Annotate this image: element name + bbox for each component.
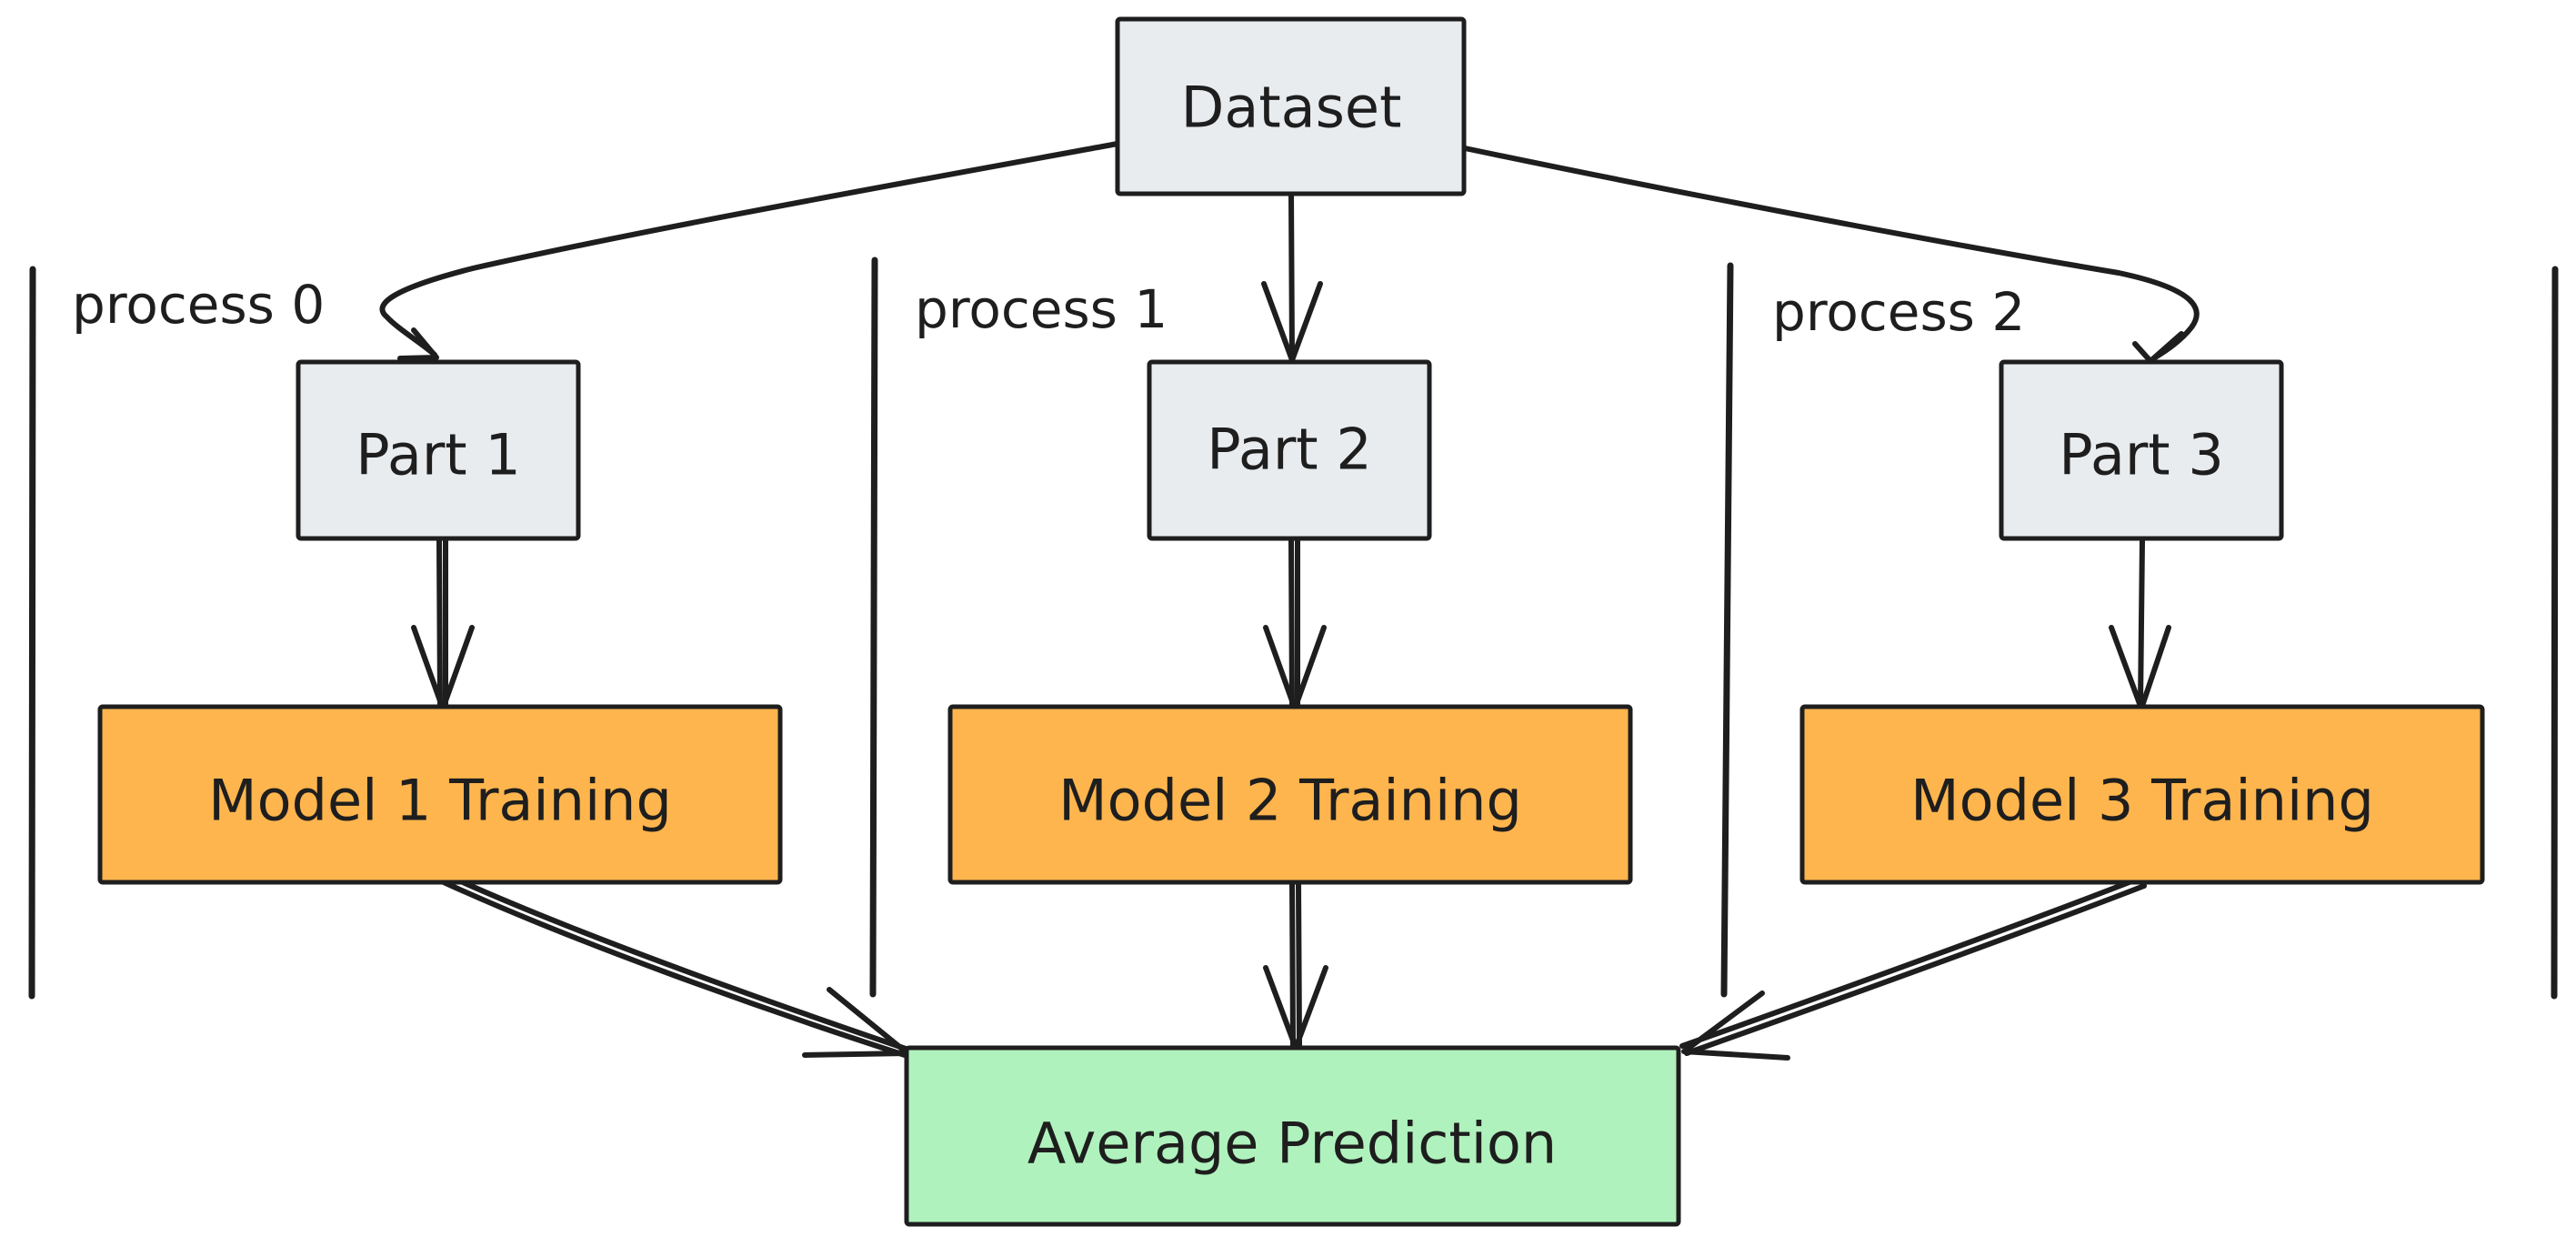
edge-part3-model3	[2109, 538, 2171, 711]
part1-label: Part 1	[356, 422, 521, 488]
dataset-node[interactable]: Dataset	[1115, 16, 1467, 196]
process-label-2: process 2	[1772, 281, 2025, 343]
edge-model3-average	[1679, 876, 2147, 1061]
edge-model2-average	[1263, 880, 1328, 1051]
average-prediction-label: Average Prediction	[1027, 1111, 1557, 1177]
model3-training-label: Model 3 Training	[1910, 768, 2374, 834]
process-separator	[1720, 262, 1734, 998]
edge-part1-model1	[411, 538, 475, 711]
edge-part2-model2	[1263, 538, 1327, 711]
edge-dataset-part2	[1261, 191, 1323, 363]
average-prediction-node[interactable]: Average Prediction	[904, 1045, 1681, 1227]
part3-node[interactable]: Part 3	[1999, 359, 2284, 541]
process-label-0: process 0	[72, 274, 325, 336]
process-label-1: process 1	[915, 278, 1168, 340]
process-separator	[28, 266, 36, 1000]
part2-label: Part 2	[1207, 417, 1372, 483]
edge-dataset-part1	[379, 141, 1120, 361]
model1-training-label: Model 1 Training	[208, 768, 672, 834]
model3-training-node[interactable]: Model 3 Training	[1799, 704, 2485, 885]
model2-training-label: Model 2 Training	[1058, 768, 1522, 834]
part2-node[interactable]: Part 2	[1147, 359, 1432, 541]
process-separator	[869, 256, 878, 998]
part3-label: Part 3	[2059, 422, 2224, 488]
part1-node[interactable]: Part 1	[296, 359, 581, 541]
process-separator	[2551, 266, 2559, 1000]
model2-training-node[interactable]: Model 2 Training	[947, 704, 1633, 885]
edge-model1-average	[441, 876, 914, 1058]
model1-training-node[interactable]: Model 1 Training	[97, 704, 783, 885]
dataset-label: Dataset	[1181, 75, 1402, 141]
